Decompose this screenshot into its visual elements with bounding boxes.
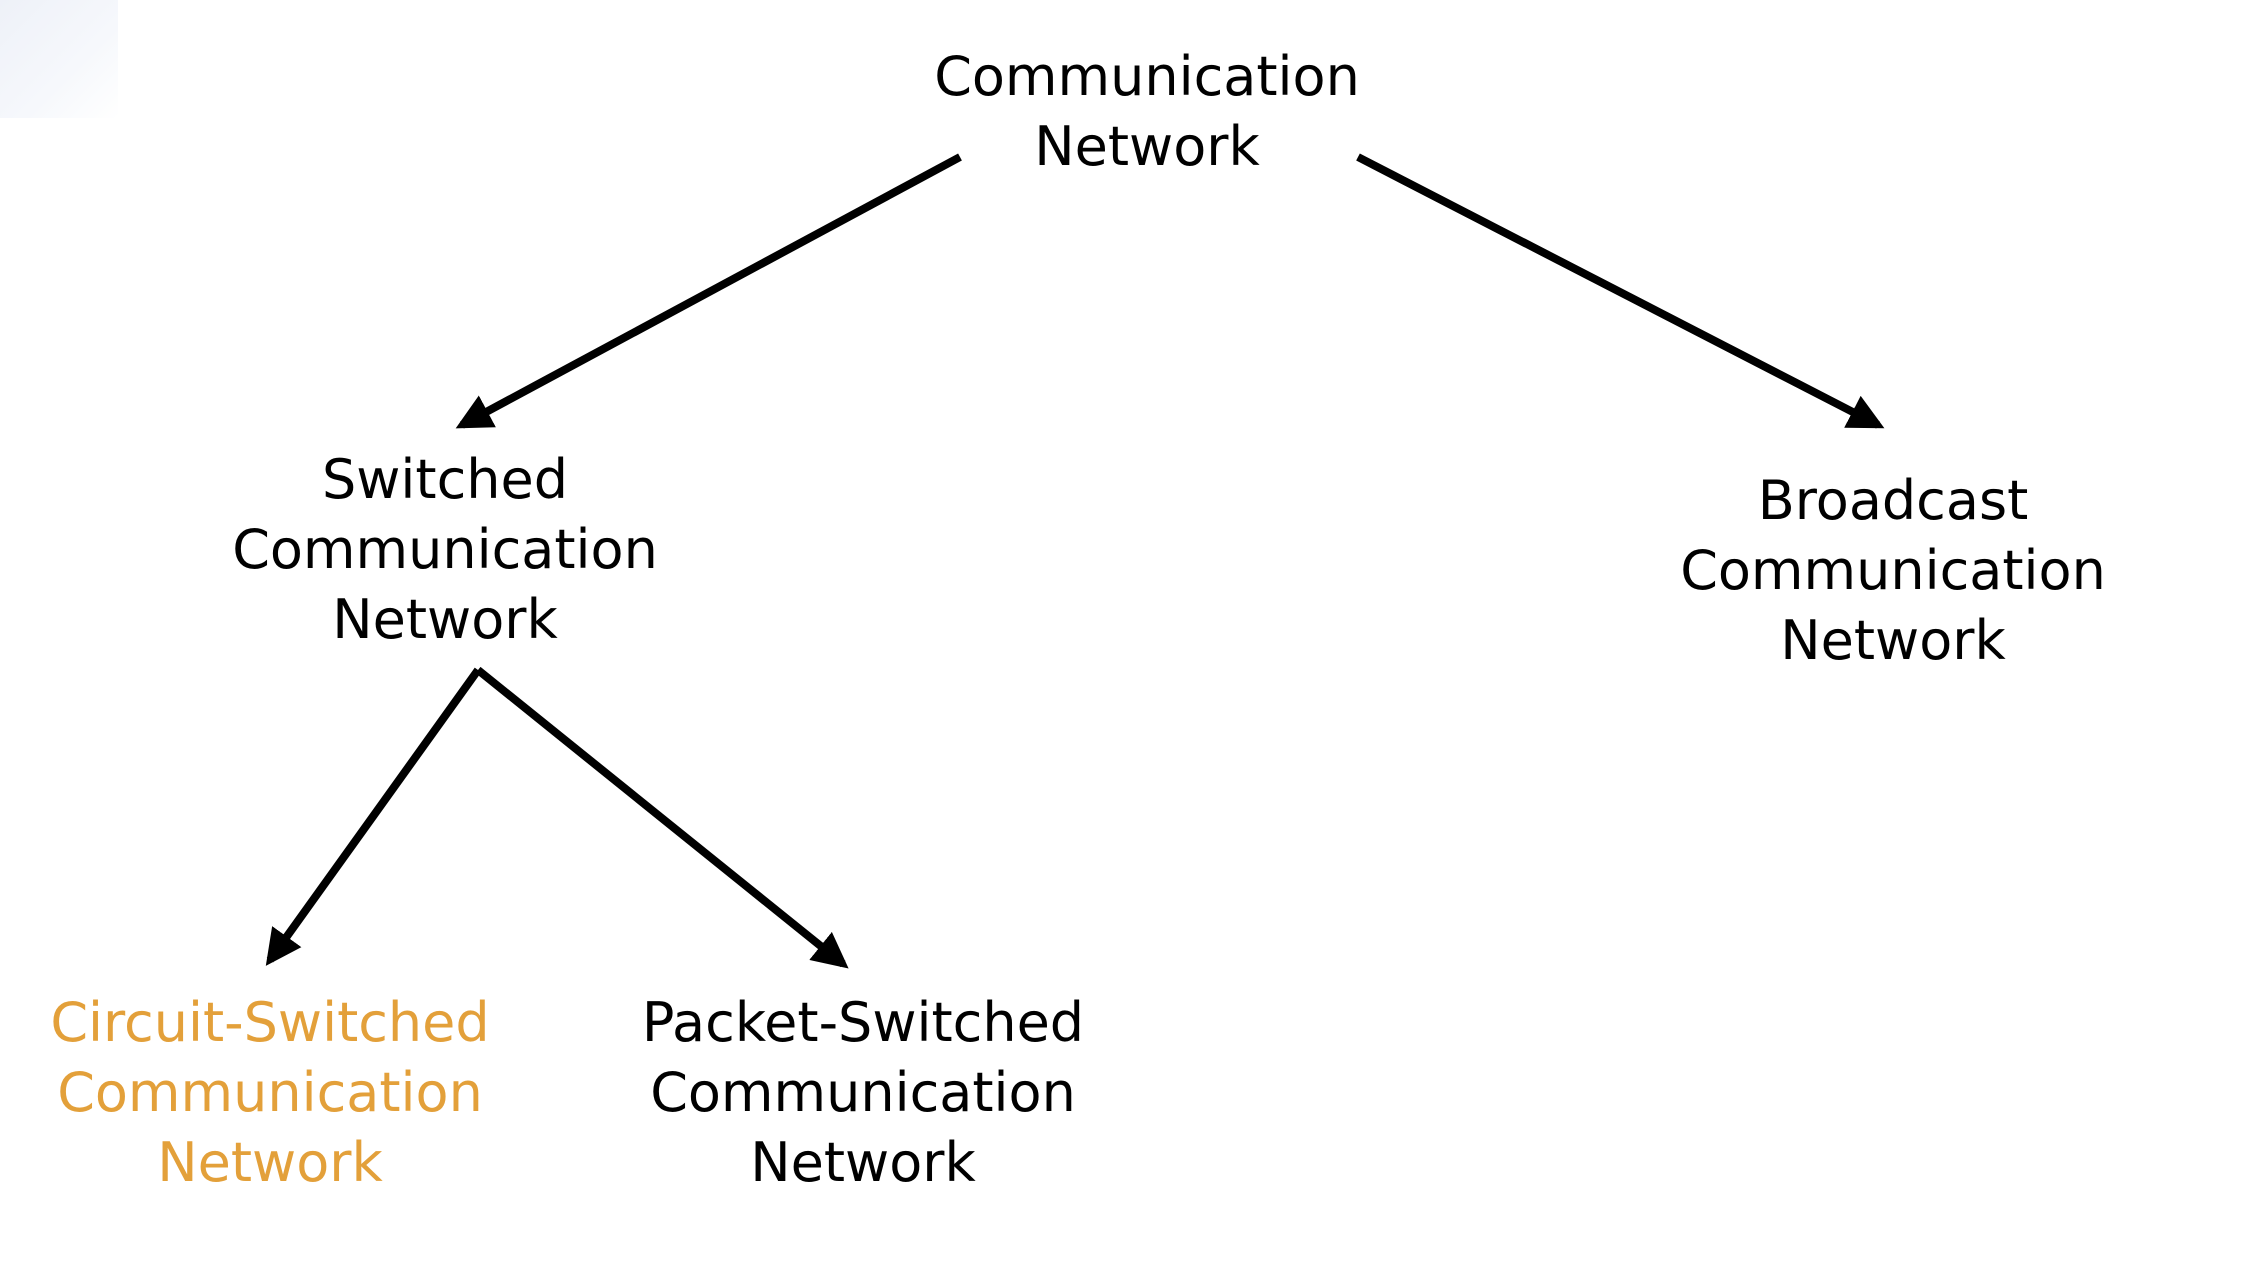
node-line: Circuit-Switched	[50, 991, 490, 1054]
node-line: Communication	[650, 1061, 1076, 1124]
node-line: Communication	[934, 45, 1360, 108]
node-switched-communication-network: Switched Communication Network	[185, 445, 705, 655]
corner-shade	[0, 0, 118, 118]
node-line: Network	[1780, 609, 2006, 672]
node-circuit-switched-communication-network: Circuit-Switched Communication Network	[10, 988, 530, 1198]
node-line: Communication	[232, 518, 658, 581]
node-line: Broadcast	[1757, 469, 2029, 532]
edge-root-to-broadcast	[1356, 153, 1885, 429]
node-broadcast-communication-network: Broadcast Communication Network	[1633, 466, 2153, 676]
edge-switched-to-packet	[475, 666, 849, 969]
node-line: Communication	[1680, 539, 2106, 602]
node-packet-switched-communication-network: Packet-Switched Communication Network	[603, 988, 1123, 1198]
node-line: Network	[332, 588, 558, 651]
node-line: Switched	[321, 448, 569, 511]
edge-switched-to-circuit	[265, 667, 482, 966]
node-line: Network	[750, 1131, 976, 1194]
node-line: Packet-Switched	[641, 991, 1085, 1054]
node-line: Network	[1034, 115, 1260, 178]
node-line: Communication	[57, 1061, 483, 1124]
node-communication-network: Communication Network	[887, 42, 1407, 182]
edge-root-to-switched	[455, 153, 962, 429]
node-line: Network	[157, 1131, 383, 1194]
